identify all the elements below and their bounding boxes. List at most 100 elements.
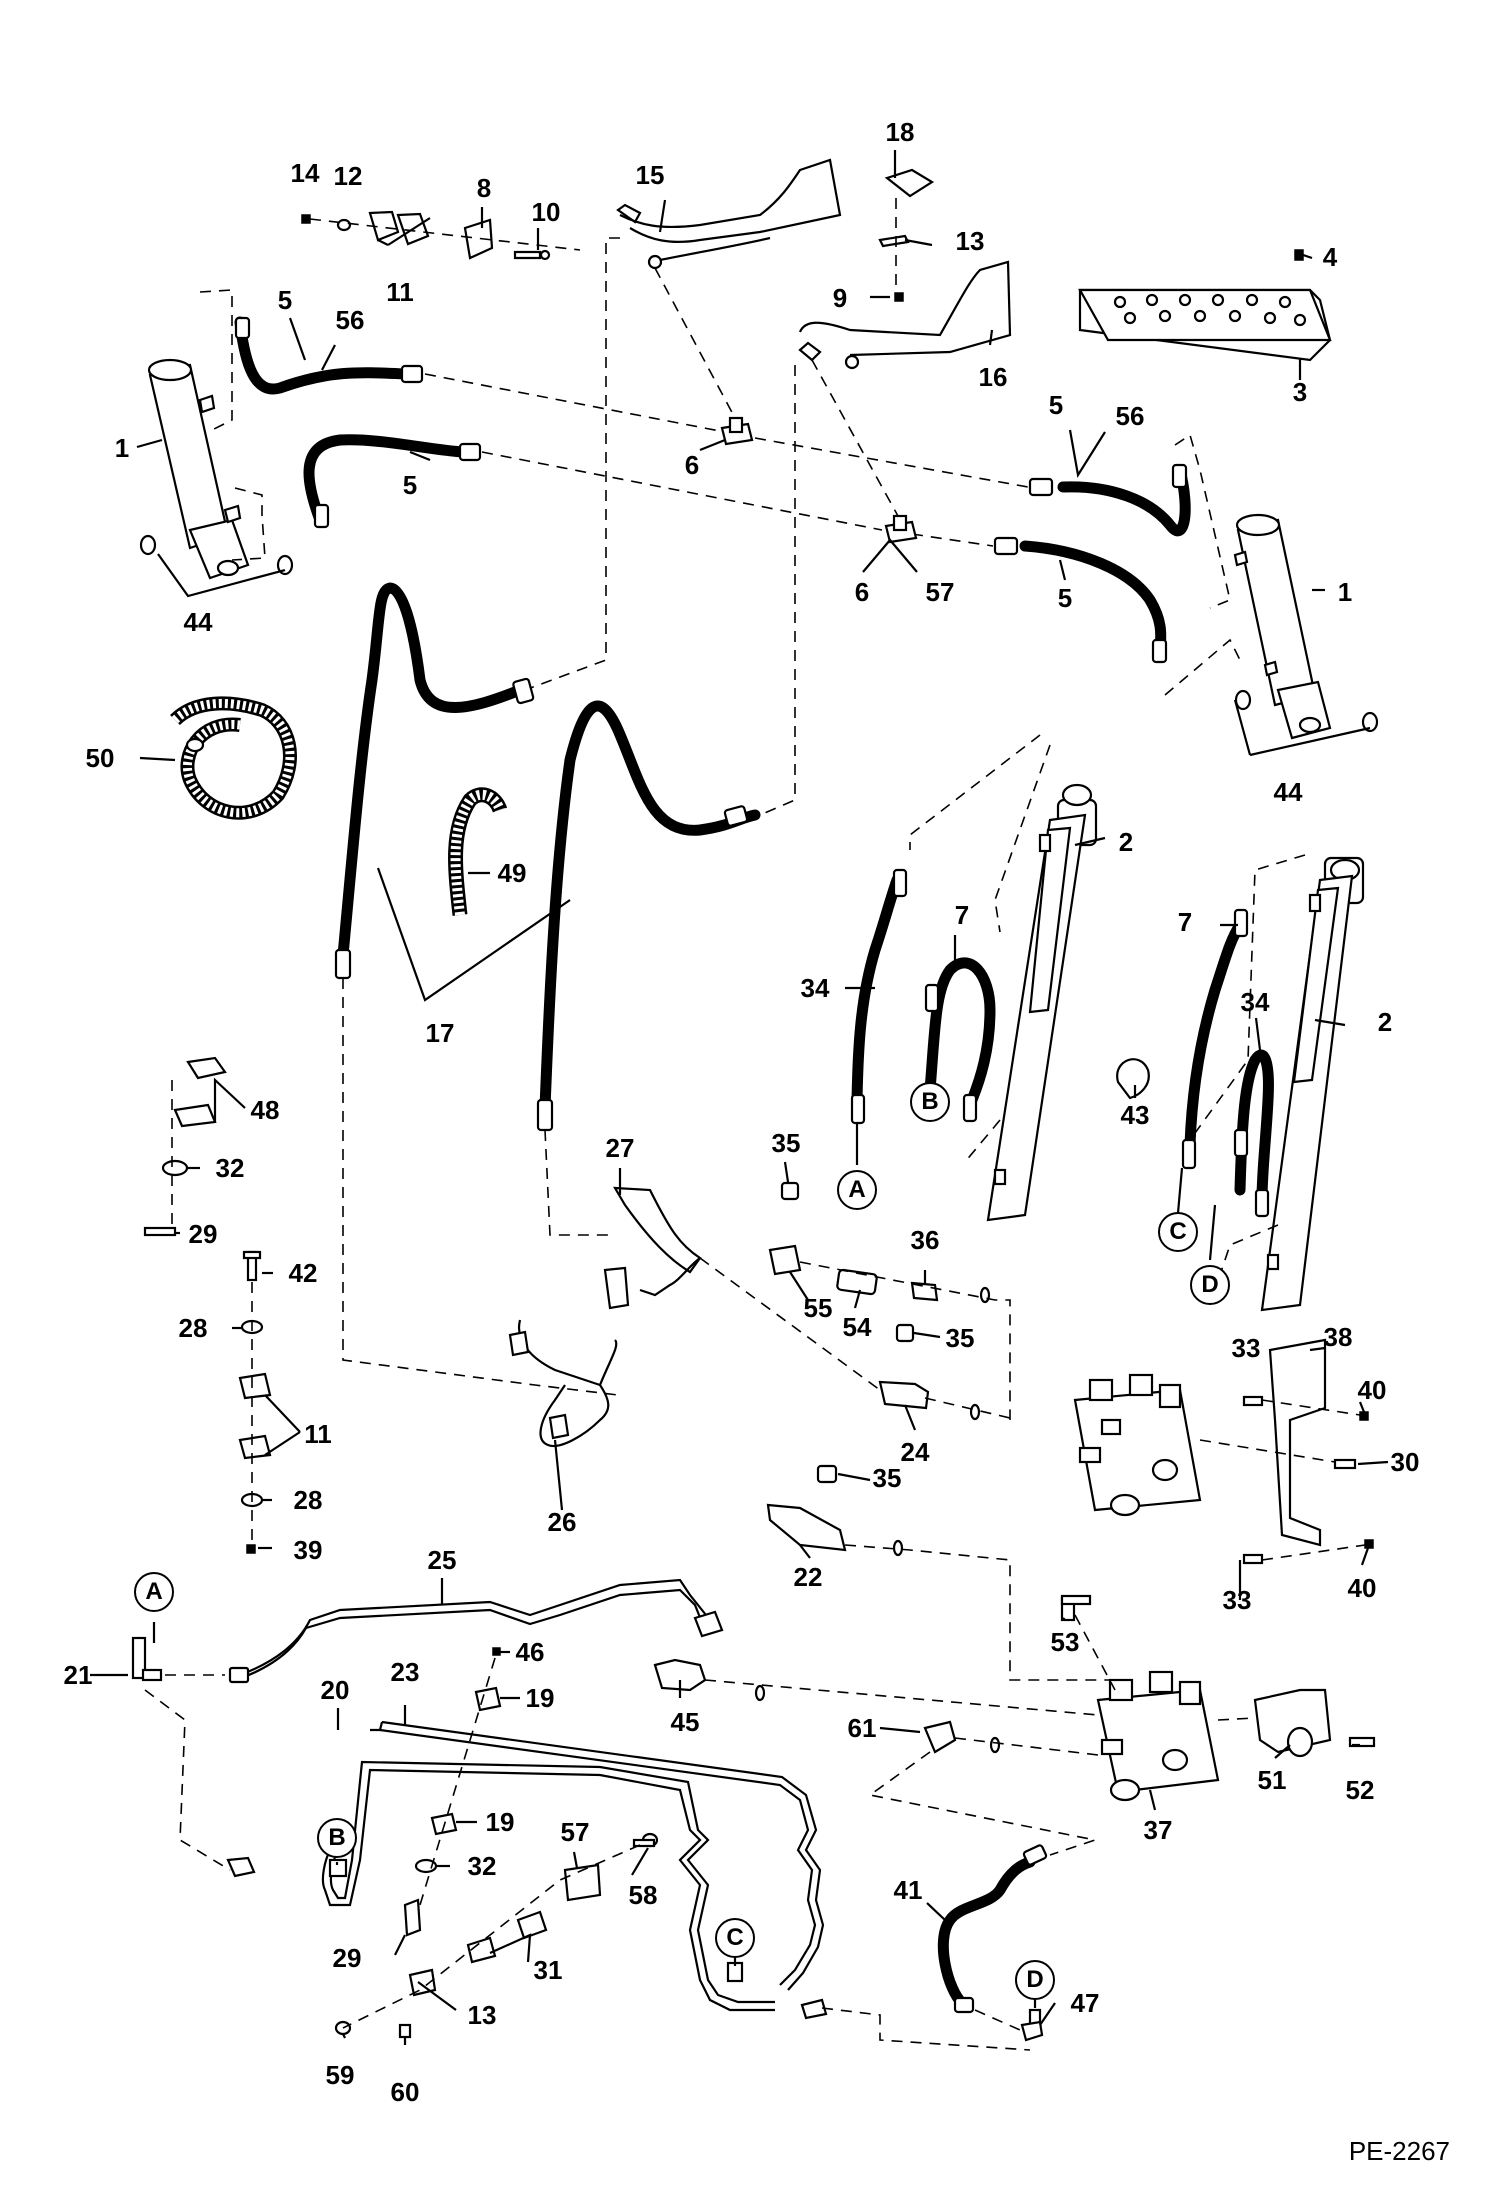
- callout-number: 16: [978, 362, 1008, 392]
- tilt-cylinder-right: [1233, 513, 1379, 740]
- tube-25: [239, 1578, 711, 1677]
- callout-number: 61: [847, 1713, 877, 1743]
- callout-number: 48: [250, 1095, 280, 1125]
- control-valve-upper: [1073, 1373, 1202, 1517]
- callout-number: 13: [955, 226, 985, 256]
- callout-number: 50: [85, 743, 115, 773]
- callout-number: 36: [910, 1225, 940, 1255]
- callout-number: 12: [333, 161, 363, 191]
- callout-number: 37: [1143, 1815, 1173, 1845]
- hose-5-lower-right: [1019, 540, 1167, 661]
- callout-number: 35: [771, 1128, 801, 1158]
- callout-number: 7: [1177, 907, 1193, 937]
- hose-5-upper-left: [234, 316, 411, 395]
- callout-number: 33: [1231, 1333, 1261, 1363]
- hose-7-right: [1184, 919, 1246, 1151]
- callout-number: 24: [900, 1437, 930, 1467]
- callout-number: 1: [114, 433, 130, 463]
- callout-number: 49: [497, 858, 527, 888]
- callout-number: 35: [872, 1463, 902, 1493]
- hose-5-lower-left: [303, 434, 469, 526]
- callout-number: 59: [325, 2060, 355, 2090]
- hose-17-right: [539, 700, 761, 1114]
- callout-number: 39: [293, 1535, 323, 1565]
- tee-fitting-lower: [884, 514, 918, 544]
- hose-7-left: [924, 957, 996, 1106]
- tilt-cylinder-left: [139, 358, 294, 580]
- callout-number: 44: [1273, 777, 1303, 807]
- callout-number: 28: [178, 1313, 208, 1343]
- callout-number: 19: [485, 1807, 515, 1837]
- callout-number: 3: [1292, 377, 1308, 407]
- callout-number: 35: [945, 1323, 975, 1353]
- callout-number: 6: [684, 450, 700, 480]
- hose-17-left: [337, 582, 526, 961]
- connection-label-d: D: [1190, 1265, 1230, 1305]
- callout-number: 29: [332, 1943, 362, 1973]
- callout-number: 40: [1357, 1375, 1387, 1405]
- callout-number: 17: [425, 1018, 455, 1048]
- callout-number: 53: [1050, 1627, 1080, 1657]
- callout-number: 45: [670, 1707, 700, 1737]
- callout-number: 32: [215, 1153, 245, 1183]
- callout-number: 38: [1323, 1322, 1353, 1352]
- tube-16: [798, 260, 1012, 370]
- callout-number: 1: [1337, 577, 1353, 607]
- callout-number: 5: [1048, 390, 1064, 420]
- tube-26: [508, 1319, 618, 1448]
- callout-number: 34: [1240, 987, 1270, 1017]
- callout-number: 42: [288, 1258, 318, 1288]
- callout-number: 31: [533, 1955, 563, 1985]
- callout-number: 47: [1070, 1988, 1100, 2018]
- hose-5-upper-right: [1057, 464, 1191, 537]
- callout-number: 60: [390, 2077, 420, 2107]
- callout-number: 18: [885, 117, 915, 147]
- callout-number: 28: [293, 1485, 323, 1515]
- callout-number: 57: [925, 577, 955, 607]
- callout-number: 11: [386, 277, 414, 307]
- connection-label-b: B: [910, 1082, 950, 1122]
- connection-label-c: C: [715, 1918, 755, 1958]
- callout-number: 20: [320, 1675, 350, 1705]
- connection-label-d: D: [1015, 1960, 1055, 2000]
- callout-number: 32: [467, 1851, 497, 1881]
- hose-34-right: [1234, 1049, 1274, 1206]
- callout-number: 23: [390, 1657, 420, 1687]
- tee-fitting-upper: [720, 416, 754, 446]
- callout-number: 9: [832, 283, 848, 313]
- callout-number: 5: [1057, 583, 1073, 613]
- callout-number: 4: [1322, 242, 1338, 272]
- callout-number: 19: [525, 1683, 555, 1713]
- callout-number: 2: [1377, 1007, 1393, 1037]
- lift-cylinder-right: [1260, 856, 1365, 1312]
- callout-number: 14: [290, 158, 320, 188]
- callout-number: 5: [277, 285, 293, 315]
- connection-label-b: B: [317, 1818, 357, 1858]
- callout-number: 55: [803, 1293, 833, 1323]
- callout-number: 54: [842, 1312, 872, 1342]
- callout-number: 43: [1120, 1100, 1150, 1130]
- callout-number: 25: [427, 1545, 457, 1575]
- callout-number: 52: [1345, 1775, 1375, 1805]
- callout-number: 34: [800, 973, 830, 1003]
- tube-15: [616, 158, 842, 270]
- callout-number: 5: [402, 470, 418, 500]
- callout-number: 57: [560, 1817, 590, 1847]
- callout-number: 44: [183, 607, 213, 637]
- tube-27: [603, 1186, 702, 1310]
- connection-label-a: A: [837, 1170, 877, 1210]
- callout-number: 11: [304, 1419, 332, 1449]
- connection-label-c: C: [1158, 1212, 1198, 1252]
- callout-number: 56: [1115, 401, 1145, 431]
- callout-number: 56: [335, 305, 365, 335]
- callout-number: 46: [515, 1637, 545, 1667]
- callout-number: 51: [1257, 1765, 1287, 1795]
- step-plate-3: [1078, 288, 1332, 362]
- callout-number: 21: [63, 1660, 93, 1690]
- drawing-number: PE-2267: [1348, 2136, 1450, 2166]
- tube-20: [321, 1768, 775, 2012]
- lift-cylinder-left: [986, 783, 1098, 1222]
